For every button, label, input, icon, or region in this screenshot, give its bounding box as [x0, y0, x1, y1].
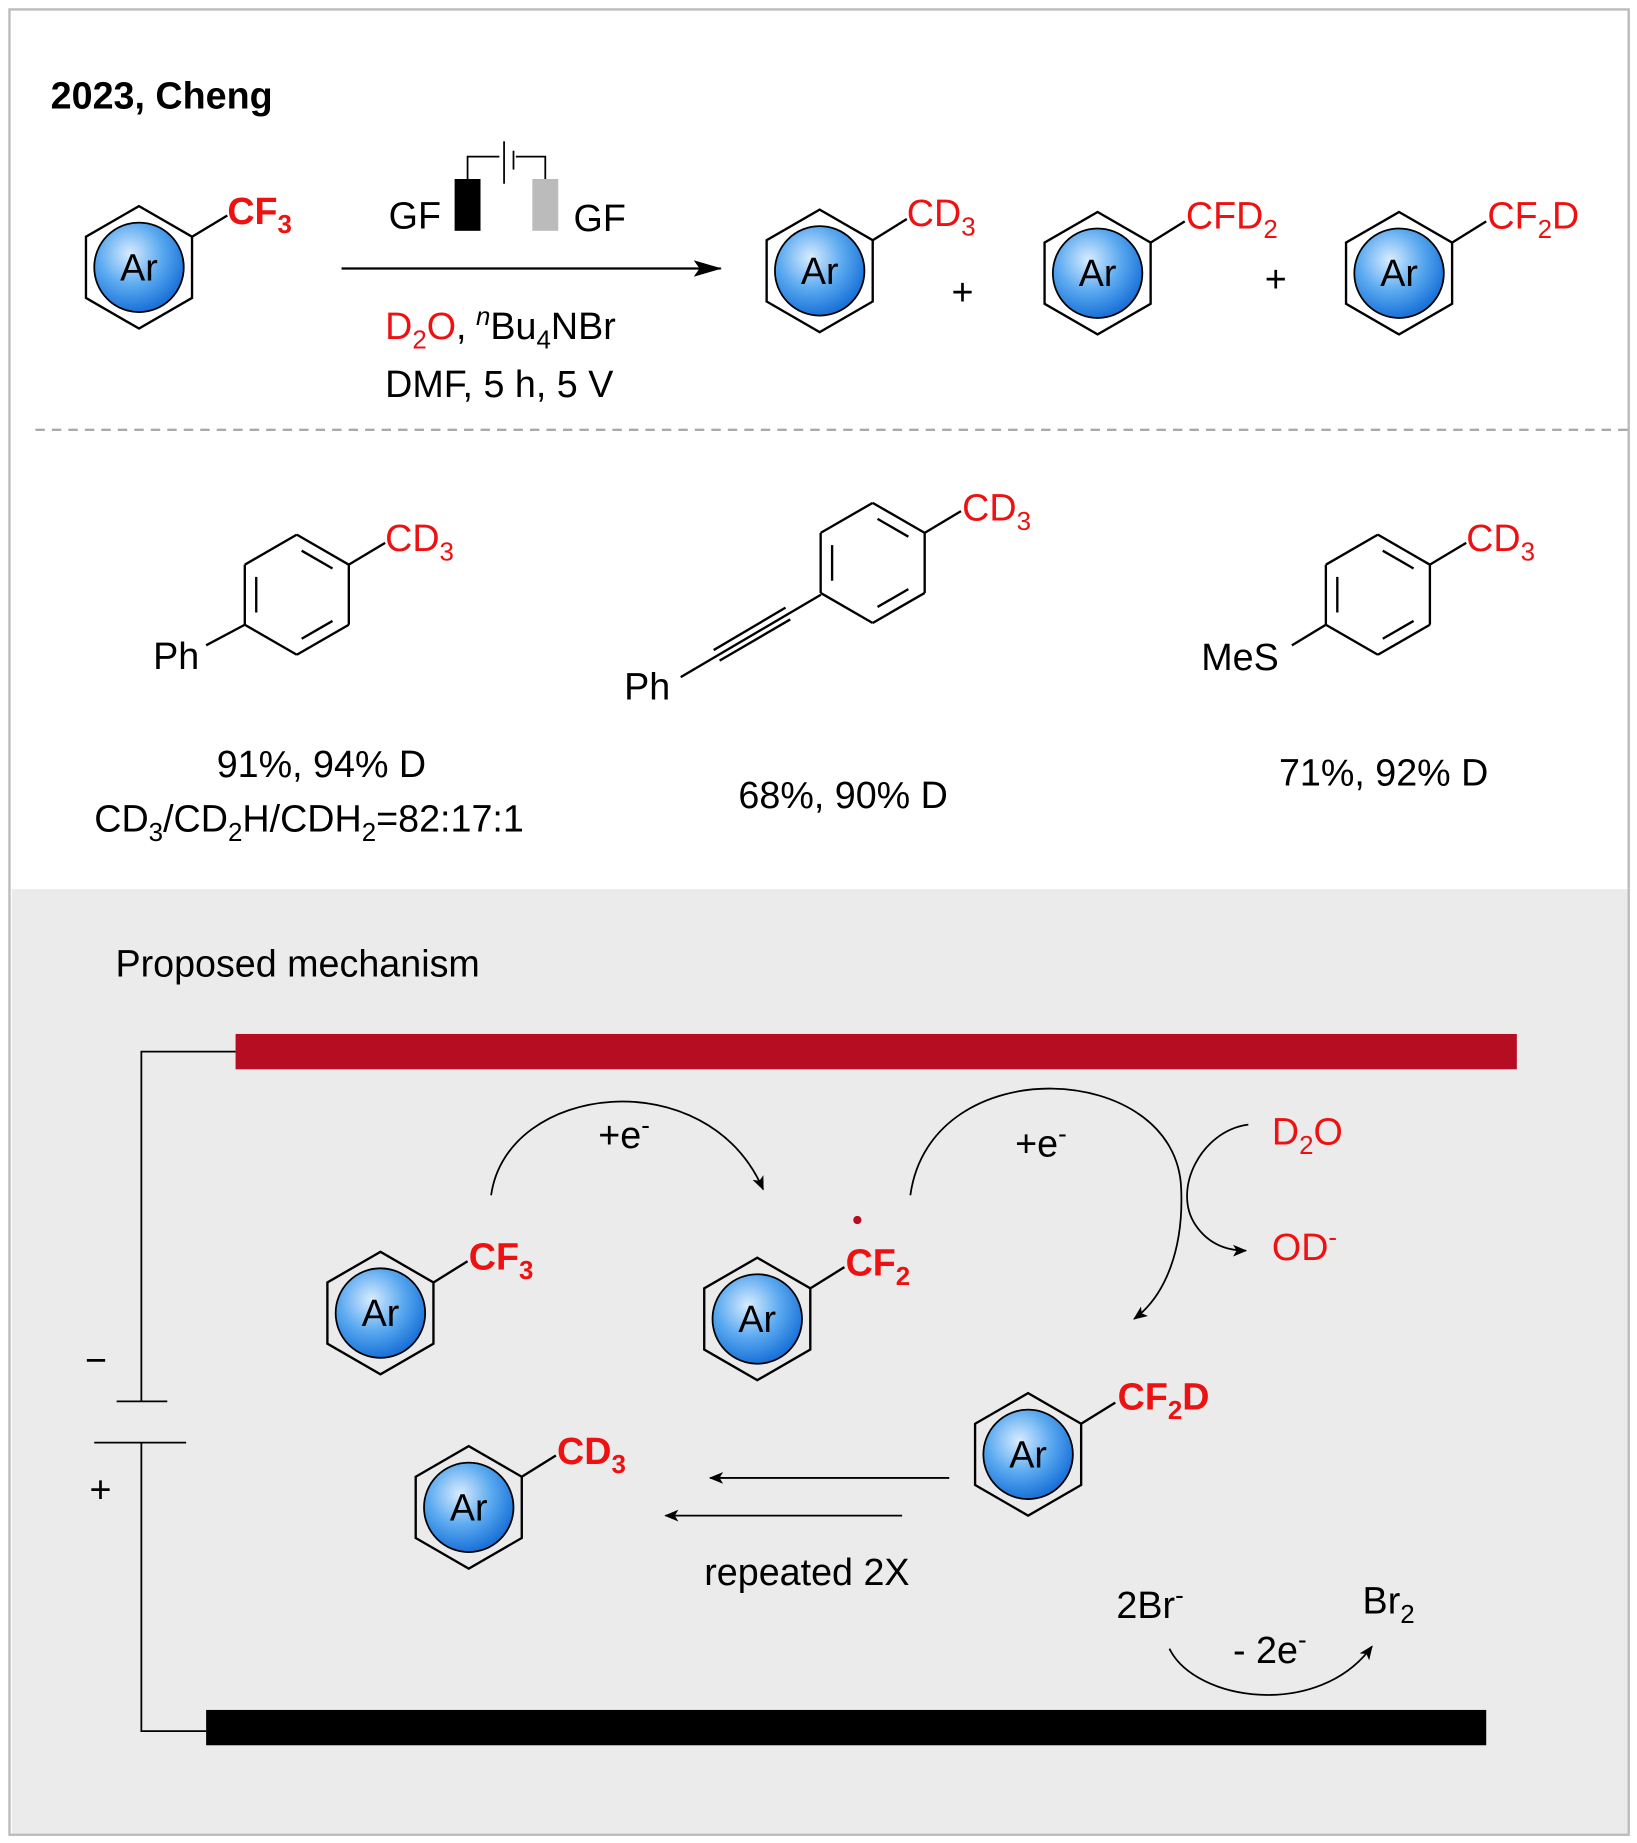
anode	[206, 1709, 1487, 1746]
example-1-yield: 91%, 94% D	[217, 743, 426, 785]
ar-label: Ar	[801, 250, 839, 292]
example-1-ring	[205, 533, 386, 656]
reagents: D2O,nBu4NBr	[385, 303, 616, 355]
species-cf3: CF3	[469, 1235, 534, 1284]
aryl-ring-cf2d: Ar	[973, 1391, 1116, 1517]
oxidation-label: - 2e-	[1233, 1627, 1307, 1671]
mechanism-panel	[11, 889, 1628, 1834]
electron-label-2: +e-	[1015, 1120, 1067, 1164]
bromine-label: Br2	[1363, 1579, 1415, 1628]
alkyne-bond	[680, 593, 822, 679]
reduction-arrow-2	[909, 1087, 1183, 1320]
example-3-substituent: MeS	[1201, 636, 1278, 678]
repeated-label: repeated 2X	[704, 1551, 909, 1593]
plus-sign: +	[952, 271, 974, 313]
product-cfd2: CFD2	[1186, 194, 1278, 243]
aryl-ring-cf2-radical: Ar	[703, 1256, 846, 1382]
aryl-ring-reactant: Ar	[84, 204, 228, 330]
electrode-left-label: GF	[389, 194, 441, 236]
mechanism-heading: Proposed mechanism	[115, 942, 479, 984]
aryl-ring-product-cfd2: Ar	[1043, 210, 1186, 336]
species-cd3: CD3	[557, 1430, 626, 1479]
positive-terminal: +	[90, 1469, 112, 1511]
example-3-yield: 71%, 92% D	[1279, 751, 1488, 793]
species-cf2d: CF2D	[1118, 1376, 1210, 1425]
example-2-group: CD3	[962, 487, 1031, 536]
aryl-ring-cd3: Ar	[414, 1444, 557, 1570]
negative-terminal: −	[85, 1339, 107, 1381]
reagent-separator: ,	[456, 305, 466, 347]
deuteration-arrow	[1186, 1123, 1249, 1257]
ar-label: Ar	[450, 1486, 488, 1528]
example-3-group: CD3	[1466, 517, 1535, 566]
d2o-label: D2O	[1272, 1111, 1343, 1160]
ar-label: Ar	[120, 246, 158, 288]
circuit-wire	[94, 1050, 236, 1733]
example-1-substituent: Ph	[153, 635, 199, 677]
electron-label-1: +e-	[598, 1112, 650, 1156]
ar-label: Ar	[1079, 252, 1117, 294]
aryl-ring-product-cf2d: Ar	[1344, 210, 1487, 336]
cathode	[235, 1033, 1517, 1070]
example-3-ring	[1291, 533, 1467, 656]
ar-label: Ar	[1009, 1433, 1047, 1475]
example-1-group: CD3	[385, 517, 454, 566]
oxidation-arrow	[1168, 1645, 1373, 1696]
conditions: DMF, 5 h, 5 V	[385, 363, 613, 405]
electrolysis-cell-icon	[454, 141, 559, 231]
od-label: OD-	[1272, 1224, 1337, 1268]
aryl-ring-cf3: Ar	[326, 1250, 469, 1376]
example-1-ratio: CD3/CD2H/CDH2=82:17:1	[94, 797, 524, 846]
plus-sign: +	[1265, 258, 1287, 300]
example-2-substituent: Ph	[624, 666, 670, 708]
radical-dot	[853, 1215, 862, 1225]
bromide-label: 2Br-	[1116, 1582, 1183, 1626]
product-cf2d: CF2D	[1487, 194, 1579, 243]
ar-label: Ar	[738, 1298, 776, 1340]
ar-label: Ar	[362, 1292, 400, 1334]
ar-label: Ar	[1380, 252, 1418, 294]
title: 2023, Cheng	[51, 74, 273, 116]
reagent-d2o: D2O	[385, 305, 456, 354]
aryl-ring-product-cd3: Ar	[765, 208, 908, 334]
reagent-salt: nBu4NBr	[476, 303, 616, 355]
species-cf2-radical: CF2	[846, 1241, 911, 1290]
product-cd3: CD3	[907, 192, 976, 241]
reduction-arrow-1	[490, 1100, 764, 1196]
reactant-group: CF3	[227, 190, 292, 239]
example-2-yield: 68%, 90% D	[738, 774, 947, 816]
electrode-right-label: GF	[574, 197, 626, 239]
example-2-ring	[819, 501, 962, 624]
